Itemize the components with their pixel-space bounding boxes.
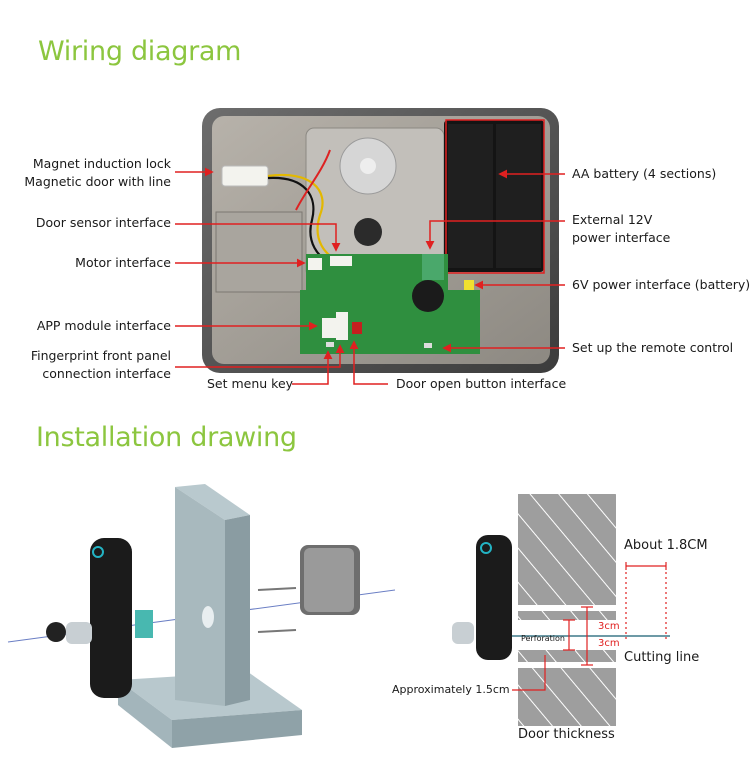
- label-fingerprint-line1: Fingerprint front panel: [30, 348, 171, 363]
- installation-drawing-title: Installation drawing: [36, 422, 297, 453]
- label-motor: Motor interface: [75, 255, 171, 270]
- label-cutting-line: Cutting line: [624, 650, 700, 665]
- label-fingerprint-line2: connection interface: [42, 366, 171, 381]
- label-set-menu-key: Set menu key: [207, 376, 294, 391]
- label-perforation: Perforation: [521, 634, 565, 643]
- door-section: [452, 494, 670, 726]
- label-fingerprint: Fingerprint front panel connection inter…: [31, 347, 171, 383]
- label-6v-power: 6V power interface (battery): [572, 277, 750, 292]
- label-3cm-upper: 3cm: [598, 621, 620, 632]
- label-external-12v: External 12V power interface: [572, 211, 670, 247]
- label-remote-control: Set up the remote control: [572, 340, 734, 355]
- pcb-board: [300, 254, 480, 354]
- label-external-12v-line1: External 12V: [572, 212, 653, 227]
- label-aa-battery: AA battery (4 sections): [572, 166, 717, 181]
- battery-holder: [444, 119, 545, 274]
- label-magnet-lock: Magnet induction lock Magnetic door with…: [24, 155, 171, 191]
- label-app-module: APP module interface: [36, 318, 171, 333]
- label-magnet-lock-line1: Magnet induction lock: [32, 156, 171, 171]
- exploded-view: [7, 484, 396, 748]
- label-external-12v-line2: power interface: [572, 230, 671, 245]
- callout-lines: [175, 167, 565, 385]
- wiring-diagram-title: Wiring diagram: [38, 36, 242, 67]
- label-magnet-lock-line2: Magnetic door with line: [24, 174, 171, 189]
- label-approx-1-5cm: Approximately 1.5cm: [392, 683, 510, 696]
- label-door-thickness: Door thickness: [518, 727, 615, 742]
- label-door-open-button: Door open button interface: [396, 376, 567, 391]
- label-door-sensor: Door sensor interface: [35, 215, 171, 230]
- label-about-1-8cm: About 1.8CM: [624, 538, 708, 553]
- label-3cm-lower: 3cm: [598, 638, 620, 649]
